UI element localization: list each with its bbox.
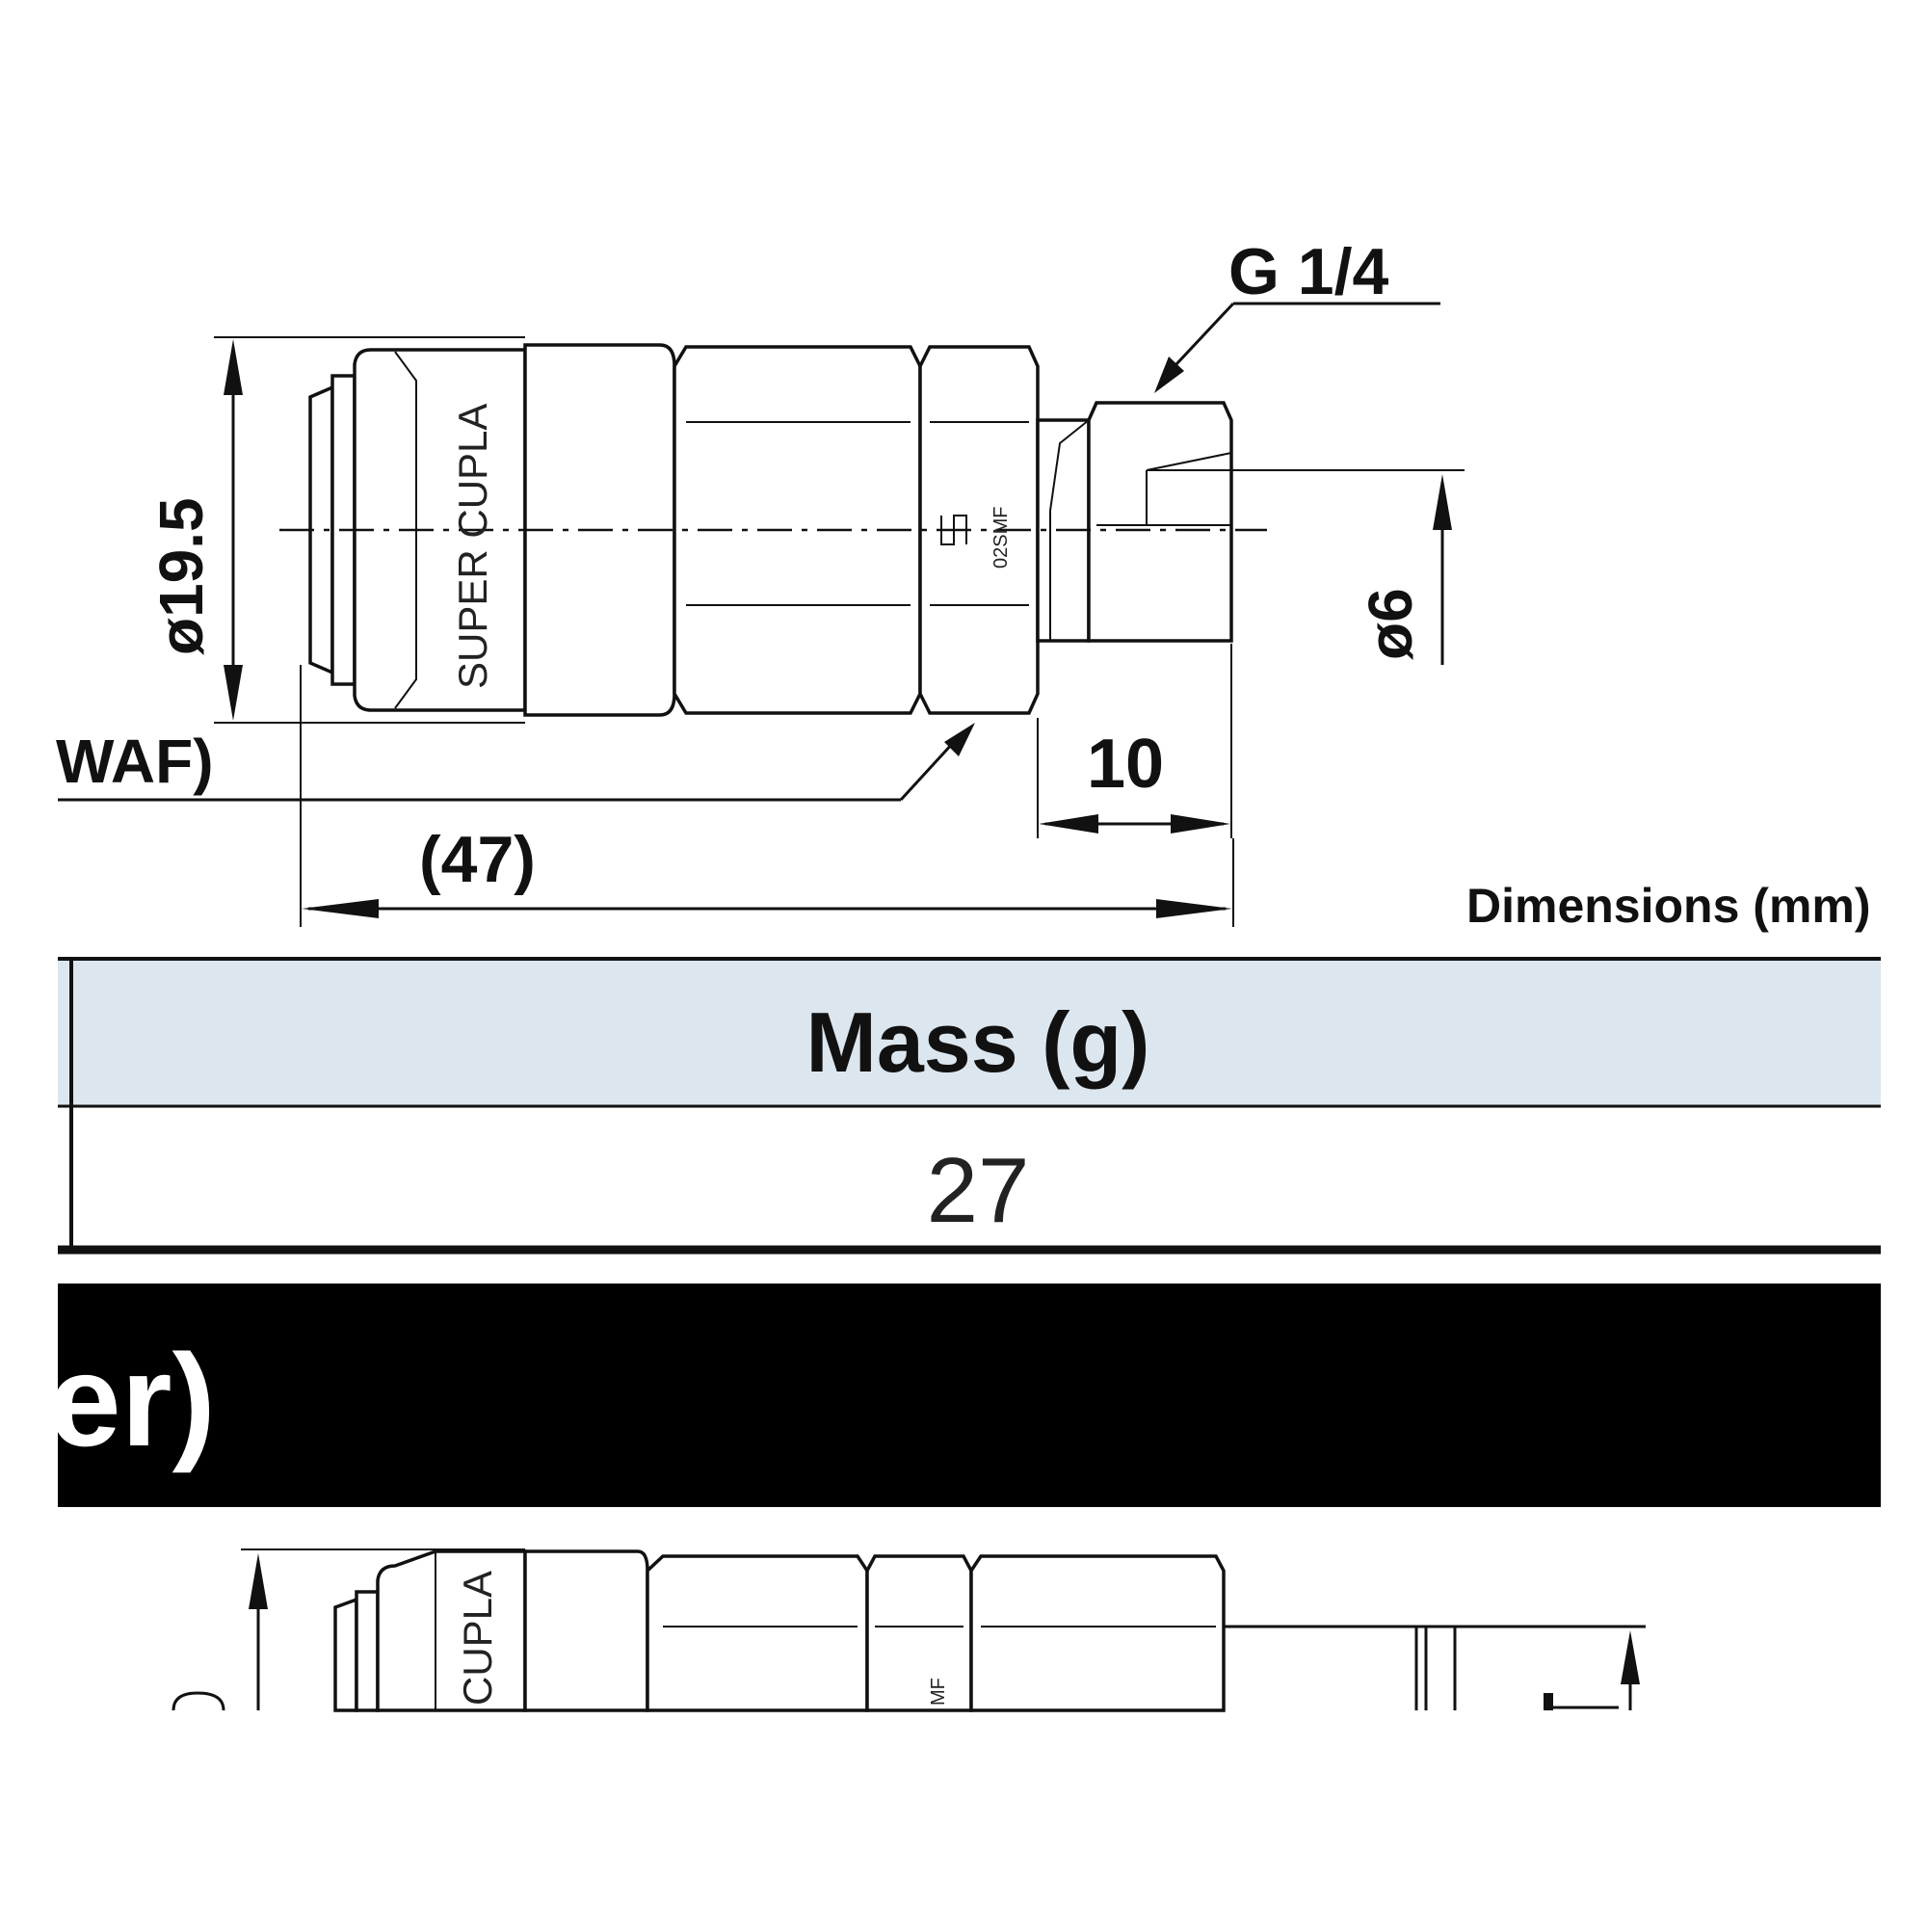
brand-text-top: SUPER CUPLA [450, 404, 495, 689]
hex-nut-2 [918, 345, 1040, 715]
arrow-waf-icon [944, 723, 975, 756]
arrow-leader-icon [1154, 357, 1184, 393]
mass-table-header: Mass (g) [806, 994, 1150, 1090]
page-bottom-margin [0, 1712, 1927, 1927]
diameter-left-label: ø19.5 [146, 497, 216, 655]
thread-label: G 1/4 [1228, 235, 1388, 308]
socket-body-bottom [523, 1549, 649, 1712]
section-banner: er) [48, 1284, 1881, 1507]
hex-nut-2-bottom [865, 1554, 973, 1712]
arrow-up-icon [224, 339, 243, 395]
arrow-up-icon-bottom [249, 1553, 268, 1609]
arrow-left-icon-10 [1039, 814, 1098, 834]
diameter-symbol-partial [172, 1691, 225, 1711]
length-10-label: 10 [1087, 726, 1164, 803]
section-banner-bg [58, 1284, 1881, 1507]
arrow-up-icon-right [1433, 474, 1452, 530]
socket-sleeve-bottom [376, 1549, 527, 1712]
section-banner-text: er) [48, 1327, 216, 1473]
thread-runout [1049, 419, 1090, 641]
label-partial-mark [1544, 1693, 1553, 1710]
units-note: Dimensions (mm) [1466, 879, 1871, 933]
diameter-right-label: ø6 [1356, 588, 1425, 660]
waf-label: WAF) [56, 727, 214, 796]
threaded-end [1087, 401, 1233, 643]
coupler-drawing-bottom: CUPLA MF [0, 1548, 1927, 1927]
thread-taper-line [1146, 452, 1232, 471]
brand-logo-icon [940, 515, 967, 545]
socket-sleeve [353, 348, 527, 712]
arrow-down-icon [224, 665, 243, 721]
waf-leader-diagonal [899, 740, 956, 802]
mass-table-value: 27 [927, 1139, 1030, 1242]
arrow-right-icon-47 [1156, 899, 1232, 918]
socket-front-lip-bottom [333, 1597, 358, 1712]
arrow-right-icon-10 [1171, 814, 1230, 834]
overall-length-label: (47) [419, 823, 536, 896]
hex-nut-1-bottom [646, 1554, 869, 1712]
socket-front-ring-bottom [355, 1590, 380, 1712]
part-marking-bottom: MF [928, 1678, 949, 1706]
arrow-left-icon-47 [302, 899, 379, 918]
mass-table: Mass (g) 27 [58, 957, 1881, 1255]
mass-table-header-bg [58, 959, 1881, 1106]
hex-nut-3-bottom [969, 1554, 1226, 1712]
coupler-drawing-top: SUPER CUPLA 02SMF ø19.5 G 1/4 ø6 WAF) 10 [56, 235, 1871, 933]
brand-text-bottom: CUPLA [455, 1571, 500, 1706]
arrow-up-icon-bottom-right [1621, 1630, 1640, 1684]
part-marking-top: 02SMF [990, 507, 1012, 569]
